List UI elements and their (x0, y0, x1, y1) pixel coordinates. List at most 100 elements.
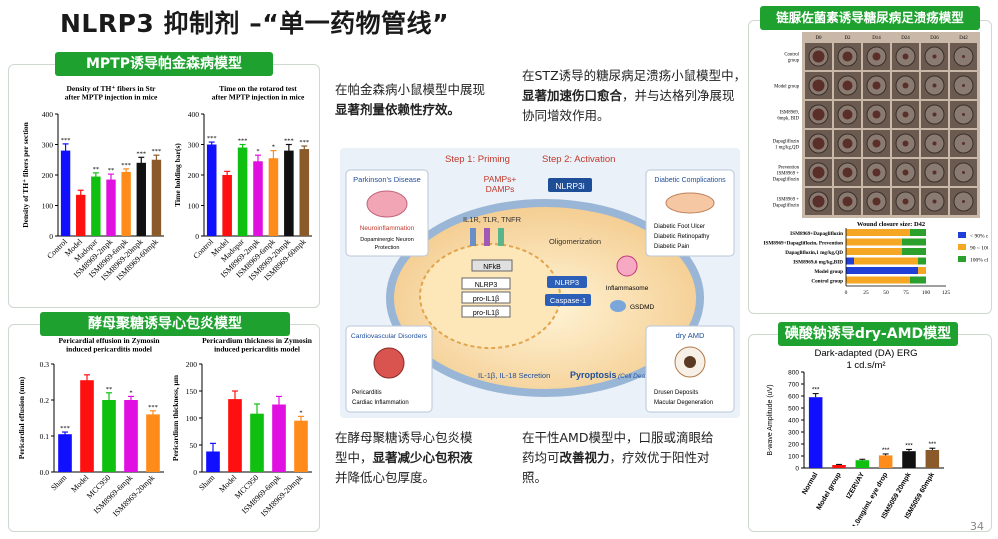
caspase-label: Caspase-1 (550, 296, 586, 305)
bar-segment (902, 238, 926, 246)
wound-core (962, 113, 965, 116)
pd-box-sub: Neuroinflammation (360, 225, 415, 232)
pro-il1b-label: pro-IL1β (473, 296, 499, 303)
bar-segment (902, 248, 926, 255)
step2-label: Step 2: Activation (542, 154, 615, 165)
dc-item: Diabetic Retinopathy (654, 234, 709, 240)
zymosin-description: 在酵母聚糖诱导心包炎模 型中，显著减少心包积液 并降低心包厚度。 (335, 430, 473, 485)
y-tick-label: Control group (811, 279, 843, 285)
wound-core (932, 141, 937, 146)
wound-core (902, 198, 909, 205)
gsdmd-label: GSDMD (630, 304, 655, 311)
y-tick-label: 0 (49, 232, 53, 241)
bar (253, 161, 263, 236)
bar (206, 144, 217, 236)
legend-swatch (958, 244, 966, 250)
nlrp3-gene-box (461, 277, 511, 290)
wound-core (812, 108, 825, 121)
gsdmd-icon (610, 300, 626, 312)
bar (268, 158, 279, 236)
inflammasome-label: Inflammasome (606, 285, 649, 292)
wound-core (902, 82, 909, 89)
cv-item: Cardiac Inflammation (352, 400, 409, 406)
dc-item: Diabetic Pain (654, 244, 689, 250)
significance-label: * (129, 389, 132, 396)
y-tick-label: 0.0 (40, 468, 50, 477)
y-tick-label: 100 (188, 202, 200, 211)
bar (284, 150, 294, 236)
significance-label: * (272, 144, 275, 151)
day-label: D2 (844, 36, 851, 41)
y-tick-label: 150 (186, 387, 198, 396)
wound-core (932, 112, 937, 117)
dc-box-title: Diabetic Complications (654, 177, 726, 184)
bar (102, 400, 116, 472)
x-tick-label: Sham (197, 473, 217, 493)
row-label: Model group (774, 85, 800, 90)
bar-segment (854, 257, 918, 265)
x-tick-label: Model group (816, 472, 843, 512)
bar (294, 420, 308, 472)
wound-core (872, 81, 881, 90)
row-label: Control (784, 53, 799, 58)
chart-title: Dark-adapted (DA) ERG (815, 348, 918, 359)
chart-title: 1 cd.s/m² (846, 360, 885, 371)
pupil-icon (684, 356, 696, 368)
y-axis-label: Pericardial effusion (mm) (17, 376, 26, 459)
bar-segment (846, 257, 854, 265)
significance-label: *** (152, 148, 162, 155)
bar-segment (910, 276, 926, 284)
foot-icon (665, 192, 715, 214)
stz-panel-title: 链脲佐菌素诱导糖尿病足溃疡模型 (760, 6, 980, 30)
bar (237, 147, 248, 236)
wound-core (872, 110, 881, 119)
zymosin-panel-title: 酵母聚糖诱导心包炎模型 (40, 312, 290, 336)
significance-label: *** (812, 387, 820, 394)
amd-item: Drusen Deposits (654, 390, 698, 396)
significance-label: ** (93, 166, 100, 173)
nlrp3i-label: NLRP3i (555, 181, 584, 191)
bar-segment (918, 257, 926, 265)
chart-title: after MPTP injection in mice (65, 93, 158, 102)
bar-segment (846, 267, 918, 274)
wound-core (962, 84, 965, 87)
wound-core (812, 195, 825, 208)
wound-core (872, 168, 881, 177)
bar (299, 149, 310, 236)
bar (106, 179, 116, 236)
wound-core (932, 170, 937, 175)
y-tick-label: ISM8969,6 mg/kg,BID (793, 260, 843, 266)
wound-core (872, 139, 881, 148)
bar-segment (846, 238, 902, 246)
mptp-panel (8, 64, 320, 308)
row-label: ISM8969 + (777, 172, 799, 177)
chart-title: Pericardium thickness in Zymosin (202, 336, 313, 345)
y-tick-label: 500 (788, 406, 799, 413)
y-tick-label: 200 (788, 442, 799, 449)
chart-title: induced pericarditis model (66, 345, 152, 354)
bar (136, 162, 146, 236)
receptors-label: IL1R, TLR, TNFR (463, 215, 522, 224)
y-tick-label: 300 (788, 430, 799, 437)
significance-label: *** (61, 137, 71, 144)
y-tick-label: 0.1 (40, 432, 50, 441)
x-tick-label: Normal (801, 471, 819, 495)
wound-core (812, 79, 825, 92)
chart-title: Density of TH⁺ fibers in Str (66, 84, 156, 93)
pro-il18-label: pro-IL1β (473, 310, 499, 317)
nfkb-label: NFkB (483, 264, 501, 271)
bar (228, 399, 242, 472)
x-tick-label: 125 (942, 290, 951, 296)
thickness-chart: Pericardium thickness in Zymosininduced … (171, 336, 313, 518)
day-label: D36 (930, 36, 939, 41)
y-tick-label: 0 (193, 468, 197, 477)
pd-box-title: Parkinson's Disease (353, 175, 421, 184)
legend-label: 90 ~ 100% closure (970, 246, 988, 252)
bar (146, 414, 160, 472)
y-tick-label: 100 (788, 454, 799, 461)
y-tick-label: 400 (42, 110, 54, 119)
significance-label: *** (60, 425, 70, 432)
